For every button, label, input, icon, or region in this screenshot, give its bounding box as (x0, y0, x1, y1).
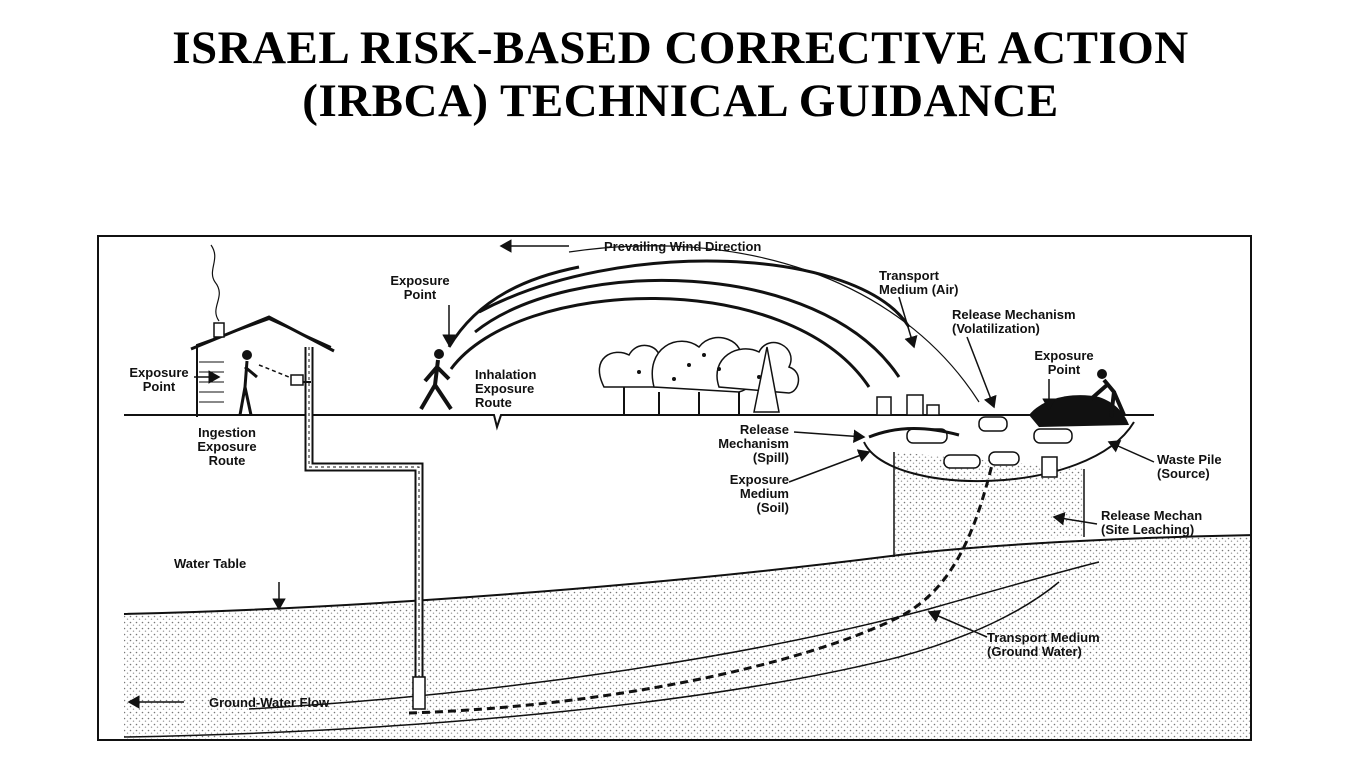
diagram-svg: Prevailing Wind Direction Exposure Point… (123, 239, 1250, 739)
ground-surface (124, 414, 1154, 431)
label-inhalation-1: Inhalation (475, 367, 536, 382)
label-exposure-soil-2: Medium (740, 486, 789, 501)
label-exposure-point-worker-1: Exposure (1034, 348, 1093, 363)
water-table-line (123, 534, 1250, 615)
label-release-spill-2: Mechanism (718, 436, 789, 451)
air-transport-arcs (447, 259, 911, 388)
title-line-2: (IRBCA) TECHNICAL GUIDANCE (302, 75, 1059, 127)
worker-figure (1089, 369, 1126, 418)
page-title: ISRAEL RISK-BASED CORRECTIVE ACTION (IRB… (0, 22, 1361, 128)
label-ingestion-1: Ingestion (198, 425, 256, 440)
label-transport-gw-2: (Ground Water) (987, 644, 1082, 659)
house (190, 244, 335, 417)
label-release-leach-1: Release Mechan (1101, 508, 1202, 523)
label-ingestion-3: Route (209, 453, 246, 468)
well (304, 347, 426, 710)
label-exposure-soil-1: Exposure (730, 472, 789, 487)
label-transport-air-2: Medium (Air) (879, 282, 958, 297)
label-exposure-point-house-2: Point (143, 379, 176, 394)
label-release-volat-1: Release Mechanism (952, 307, 1076, 322)
label-inhalation-2: Exposure (475, 381, 534, 396)
label-transport-gw-1: Transport Medium (987, 630, 1100, 645)
label-exposure-point-walker-1: Exposure (390, 273, 449, 288)
label-waste-pile-2: (Source) (1157, 466, 1210, 481)
label-waste-pile-1: Waste Pile (1157, 452, 1222, 467)
label-release-leach-2: (Site Leaching) (1101, 522, 1194, 537)
label-release-spill-1: Release (740, 422, 789, 437)
label-exposure-point-worker-2: Point (1048, 362, 1081, 377)
trees (598, 336, 800, 415)
label-exposure-soil-3: (Soil) (757, 500, 790, 515)
label-water-table: Water Table (174, 556, 246, 571)
title-line-1: ISRAEL RISK-BASED CORRECTIVE ACTION (172, 22, 1189, 74)
label-release-volat-2: (Volatilization) (952, 321, 1040, 336)
drums (876, 394, 1073, 478)
plume-dashed-path (408, 456, 996, 715)
exposure-pathway-diagram: Prevailing Wind Direction Exposure Point… (97, 235, 1252, 741)
label-ground-water-flow: Ground-Water Flow (209, 695, 330, 710)
leader-arrows (127, 296, 1155, 709)
label-transport-air-1: Transport (879, 268, 940, 283)
label-ingestion-2: Exposure (197, 439, 256, 454)
label-exposure-point-walker-2: Point (404, 287, 437, 302)
label-wind-direction: Prevailing Wind Direction (604, 239, 761, 254)
label-exposure-point-house-1: Exposure (129, 365, 188, 380)
walker-figure (419, 349, 453, 411)
label-inhalation-3: Route (475, 395, 512, 410)
saturated-zone (124, 535, 1250, 739)
label-release-spill-3: (Spill) (753, 450, 789, 465)
